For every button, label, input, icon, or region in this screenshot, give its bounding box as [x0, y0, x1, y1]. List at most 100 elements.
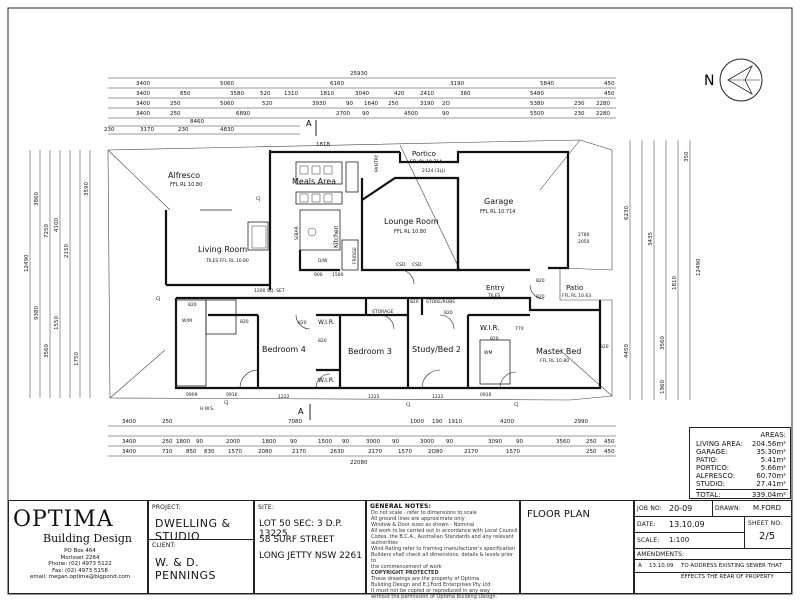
tag: 820 [240, 319, 249, 325]
dim-label: 9380 [34, 306, 40, 320]
sheet-border [7, 7, 793, 595]
dim-label: 6230 [624, 206, 630, 220]
dim-label: 90 [196, 439, 203, 445]
dim-label: 7250 [44, 224, 50, 238]
note-line: authorities [371, 540, 398, 546]
area-total-row: TOTAL:339.04m² [696, 489, 788, 499]
room-sub: TILES [487, 293, 500, 299]
address-line: Phone: (02) 4973 5122 [48, 561, 112, 567]
tag: 1500 [332, 272, 344, 278]
tag: H.W.S. [200, 406, 214, 412]
dim-label: 250 [170, 101, 181, 107]
area-label: STUDIO: [696, 480, 726, 488]
dim-label: 90 [392, 439, 399, 445]
note-line: the commencement of work [371, 564, 442, 570]
site-line-2: 58 SURF STREET [259, 535, 335, 545]
note-line: Do not scale - refer to dimensions to sc… [371, 510, 477, 516]
dim-label: 1910 [448, 419, 462, 425]
furniture [251, 165, 333, 249]
room-labels: Alfresco FFL RL 10.80 Meals Area Lounge … [168, 150, 591, 384]
tag: 820 [188, 302, 197, 308]
dim-label: 520 [260, 91, 271, 97]
tag: 900 [314, 272, 323, 278]
dim-label: 4830 [220, 127, 234, 133]
tag: W/M [182, 318, 192, 324]
room-sub: FFL RL 10.80 [170, 182, 202, 188]
area-total-value: 339.04m² [751, 491, 786, 499]
area-row: PORTICO:5.66m² [696, 464, 788, 472]
dim-label: 90 [342, 439, 349, 445]
room-entry: Entry [486, 284, 505, 292]
area-value: 35.30m² [756, 448, 786, 456]
dim-overall-top: 25930 [350, 71, 368, 77]
tag: CJ [224, 400, 228, 406]
left-dimension-labels: 12490 9380 3860 7250 3560 1550 4100 2150… [24, 182, 90, 366]
scale-cell: SCALE: 1:100 [635, 533, 745, 549]
tag: 2124 (3LJ) [422, 168, 445, 174]
dim-label: 450 [604, 449, 615, 455]
address-line: Fax: (02) 4973 5158 [52, 567, 108, 574]
area-value: 27.41m² [756, 480, 786, 488]
dim-label: 3190 [450, 81, 464, 87]
note-line: All ground lines are approximate only [371, 516, 465, 522]
dim-label: 3170 [140, 127, 154, 133]
dim-label: 2080 [258, 449, 272, 455]
note-line: Window & Door sizes as shown - Nominal [371, 522, 475, 528]
room-alfresco: Alfresco [168, 171, 200, 180]
dim-label: 250 [170, 111, 181, 117]
room-portico: Portico [412, 150, 436, 158]
company-panel: OPTIMA Building Design PO Box 464 Moriss… [8, 500, 148, 594]
tag: 0916 [480, 392, 492, 398]
dim-label: 190 [432, 419, 443, 425]
dim-label: 90 [442, 111, 449, 117]
tag: 820 [536, 294, 545, 300]
amendments-cell: AMENDMENTS: A 13.10.09 TO ADDRESS EXISTI… [635, 549, 791, 593]
company-name: OPTIMA [13, 507, 114, 532]
tag: CJ [514, 402, 518, 408]
room-study: Study/Bed 2 [412, 345, 461, 354]
dim-label: 3560 [556, 439, 570, 445]
bottom-dimension-lines [108, 425, 616, 457]
dim-label: 3400 [136, 81, 150, 87]
area-label: PATIO: [696, 456, 719, 464]
dim-label: 90 [446, 439, 453, 445]
date-cell: DATE: 13.10.09 [635, 517, 745, 533]
dim-label: 1810 [320, 91, 334, 97]
area-label: ALFRESCO: [696, 472, 736, 480]
sheet-cell: SHEET NO: 2/5 [745, 517, 791, 549]
tag: 820 [318, 338, 327, 344]
plan-tags: 820 820 820 820 820 820 820 820 820 820 … [156, 155, 609, 412]
tag: S/BAR [294, 226, 300, 240]
roof-outline [107, 139, 613, 401]
tag: 1222 [368, 394, 380, 400]
dim-label: 90 [362, 111, 369, 117]
tag: FRIDGE [352, 247, 358, 264]
dim-label: 3400 [122, 439, 136, 445]
dim-label: 5840 [540, 81, 554, 87]
amendments-label: AMENDMENTS: [637, 551, 685, 558]
dim-label: 3400 [122, 449, 136, 455]
sheet-label: SHEET NO: [748, 520, 783, 527]
area-row: GARAGE: 35.30m² [696, 448, 788, 456]
north-arrow-icon: N [704, 58, 763, 102]
dim-label: 2O80 [428, 449, 443, 455]
dim-label: 1818 [316, 142, 330, 148]
dim-label: 1640 [364, 101, 378, 107]
tag: 1222 [432, 394, 444, 400]
dim-label: 90 [516, 439, 523, 445]
dim-label: 250 [162, 439, 173, 445]
drawing-type-panel: FLOOR PLAN [520, 500, 634, 594]
dim-label: 5500 [530, 111, 544, 117]
dim-label: 3560 [660, 336, 666, 350]
areas-table: AREAS: LIVING AREA:204.56m² GARAGE:35.30… [689, 427, 791, 499]
scale-value: 1:100 [669, 536, 690, 544]
dim-label: 250 [162, 419, 173, 425]
area-label: GARAGE: [696, 448, 728, 456]
room-garage: Garage [484, 197, 513, 206]
dim-label: 420 [394, 91, 405, 97]
dim-label: 1000 [410, 419, 424, 425]
site-panel: SITE: LOT 50 SEC: 3 D.P. 13225 58 SURF S… [254, 500, 366, 594]
dim-label: 3590 [84, 182, 90, 196]
dim-label: 2990 [574, 419, 588, 425]
company-address: PO Box 464 Morisset 2264 Phone: (02) 497… [15, 548, 145, 581]
